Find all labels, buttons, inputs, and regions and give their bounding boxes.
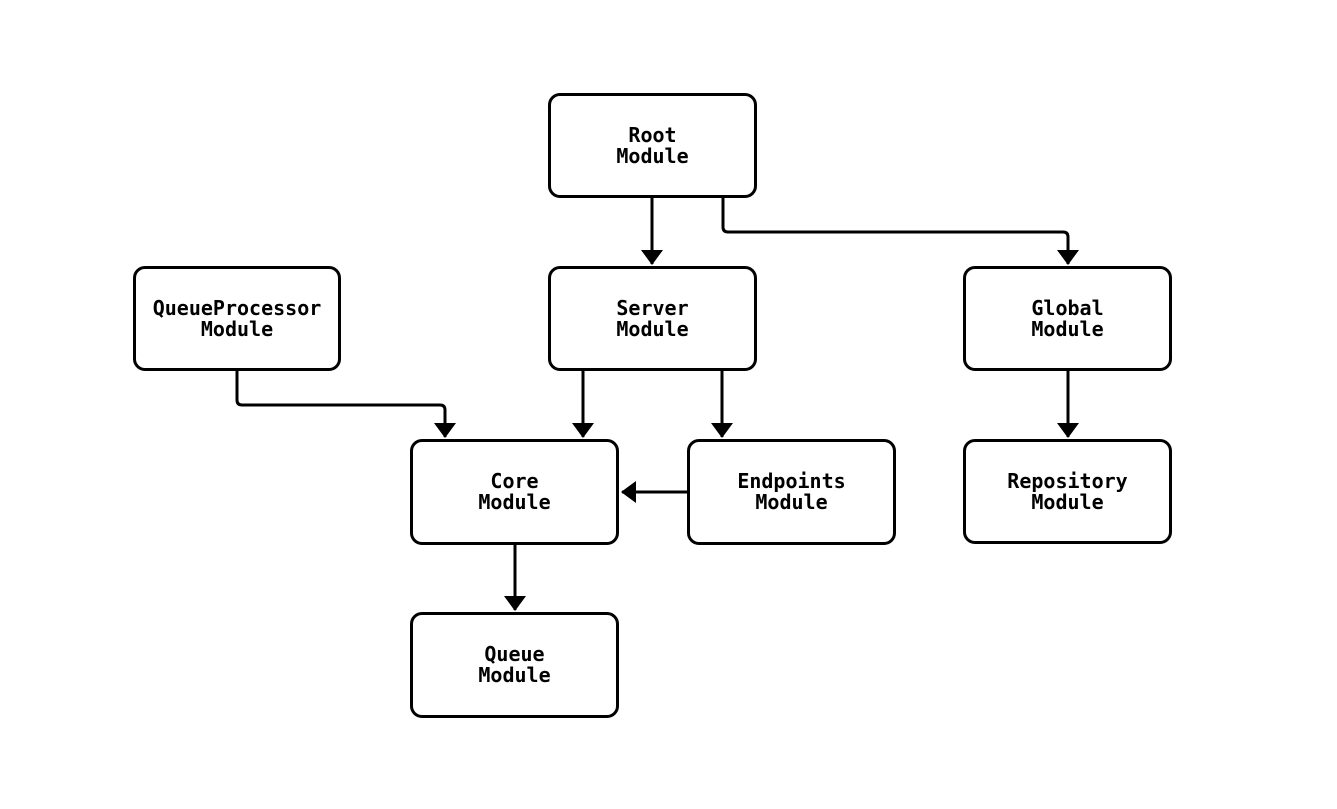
node-root-module: Root Module <box>548 93 757 198</box>
node-server-module: Server Module <box>548 266 757 371</box>
node-repository-module-label: Repository Module <box>1007 468 1128 514</box>
node-queueprocessor-module-label: QueueProcessor Module <box>152 295 322 341</box>
edge-queueprocessor-to-core <box>235 371 456 438</box>
node-root-module-label: Root Module <box>616 122 689 168</box>
node-endpoints-module: Endpoints Module <box>687 439 896 545</box>
node-core-module-label: Core Module <box>478 469 551 514</box>
edge-root-to-global <box>721 198 1079 265</box>
node-global-module-label: Global Module <box>1031 295 1104 341</box>
node-queue-module-label: Queue Module <box>478 642 551 687</box>
node-endpoints-module-label: Endpoints Module <box>737 469 846 514</box>
node-queue-module: Queue Module <box>410 612 619 718</box>
node-repository-module: Repository Module <box>963 439 1172 544</box>
node-global-module: Global Module <box>963 266 1172 371</box>
node-server-module-label: Server Module <box>616 295 689 341</box>
node-queueprocessor-module: QueueProcessor Module <box>133 266 341 371</box>
node-core-module: Core Module <box>410 439 619 545</box>
